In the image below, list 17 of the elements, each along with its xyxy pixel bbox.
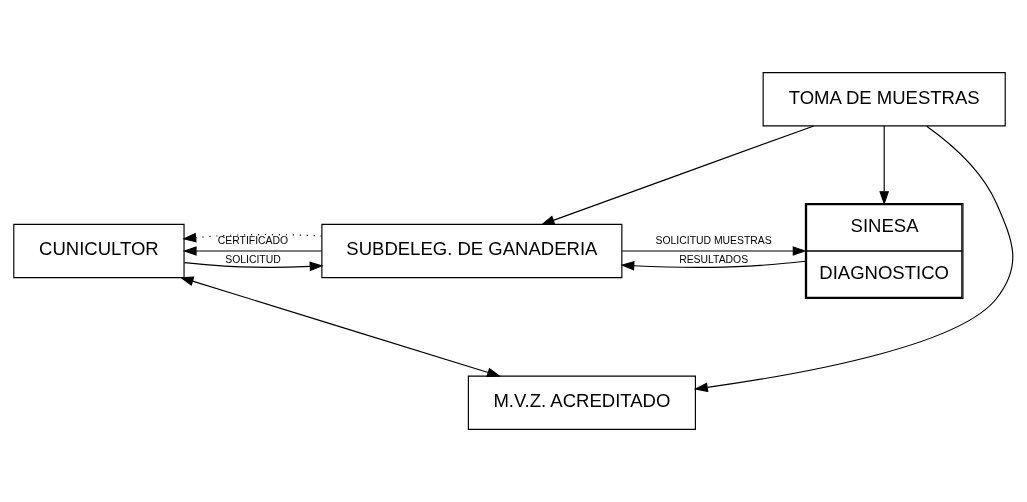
node-box: SUBDELEG. DE GANADERIA xyxy=(321,223,623,279)
node-box: M.V.Z. ACREDITADO xyxy=(467,375,696,430)
arrow xyxy=(179,276,502,378)
node-box: CUNICULTOR xyxy=(13,223,185,279)
arrow xyxy=(620,260,806,271)
edge-label: CERTIFICADO xyxy=(217,235,289,247)
edge-label: RESULTADOS xyxy=(679,253,749,265)
arrow xyxy=(182,232,323,243)
arrow xyxy=(693,125,1014,393)
edge-label: SOLICITUD xyxy=(225,253,281,265)
arrow xyxy=(879,125,890,206)
arrow xyxy=(540,125,815,225)
arrow xyxy=(183,261,324,272)
edge-label: SOLICITUD MUESTRAS xyxy=(655,235,772,247)
arrow xyxy=(182,246,323,256)
node-box: TOMA DE MUESTRAS xyxy=(762,72,1006,127)
arrow xyxy=(621,246,807,256)
